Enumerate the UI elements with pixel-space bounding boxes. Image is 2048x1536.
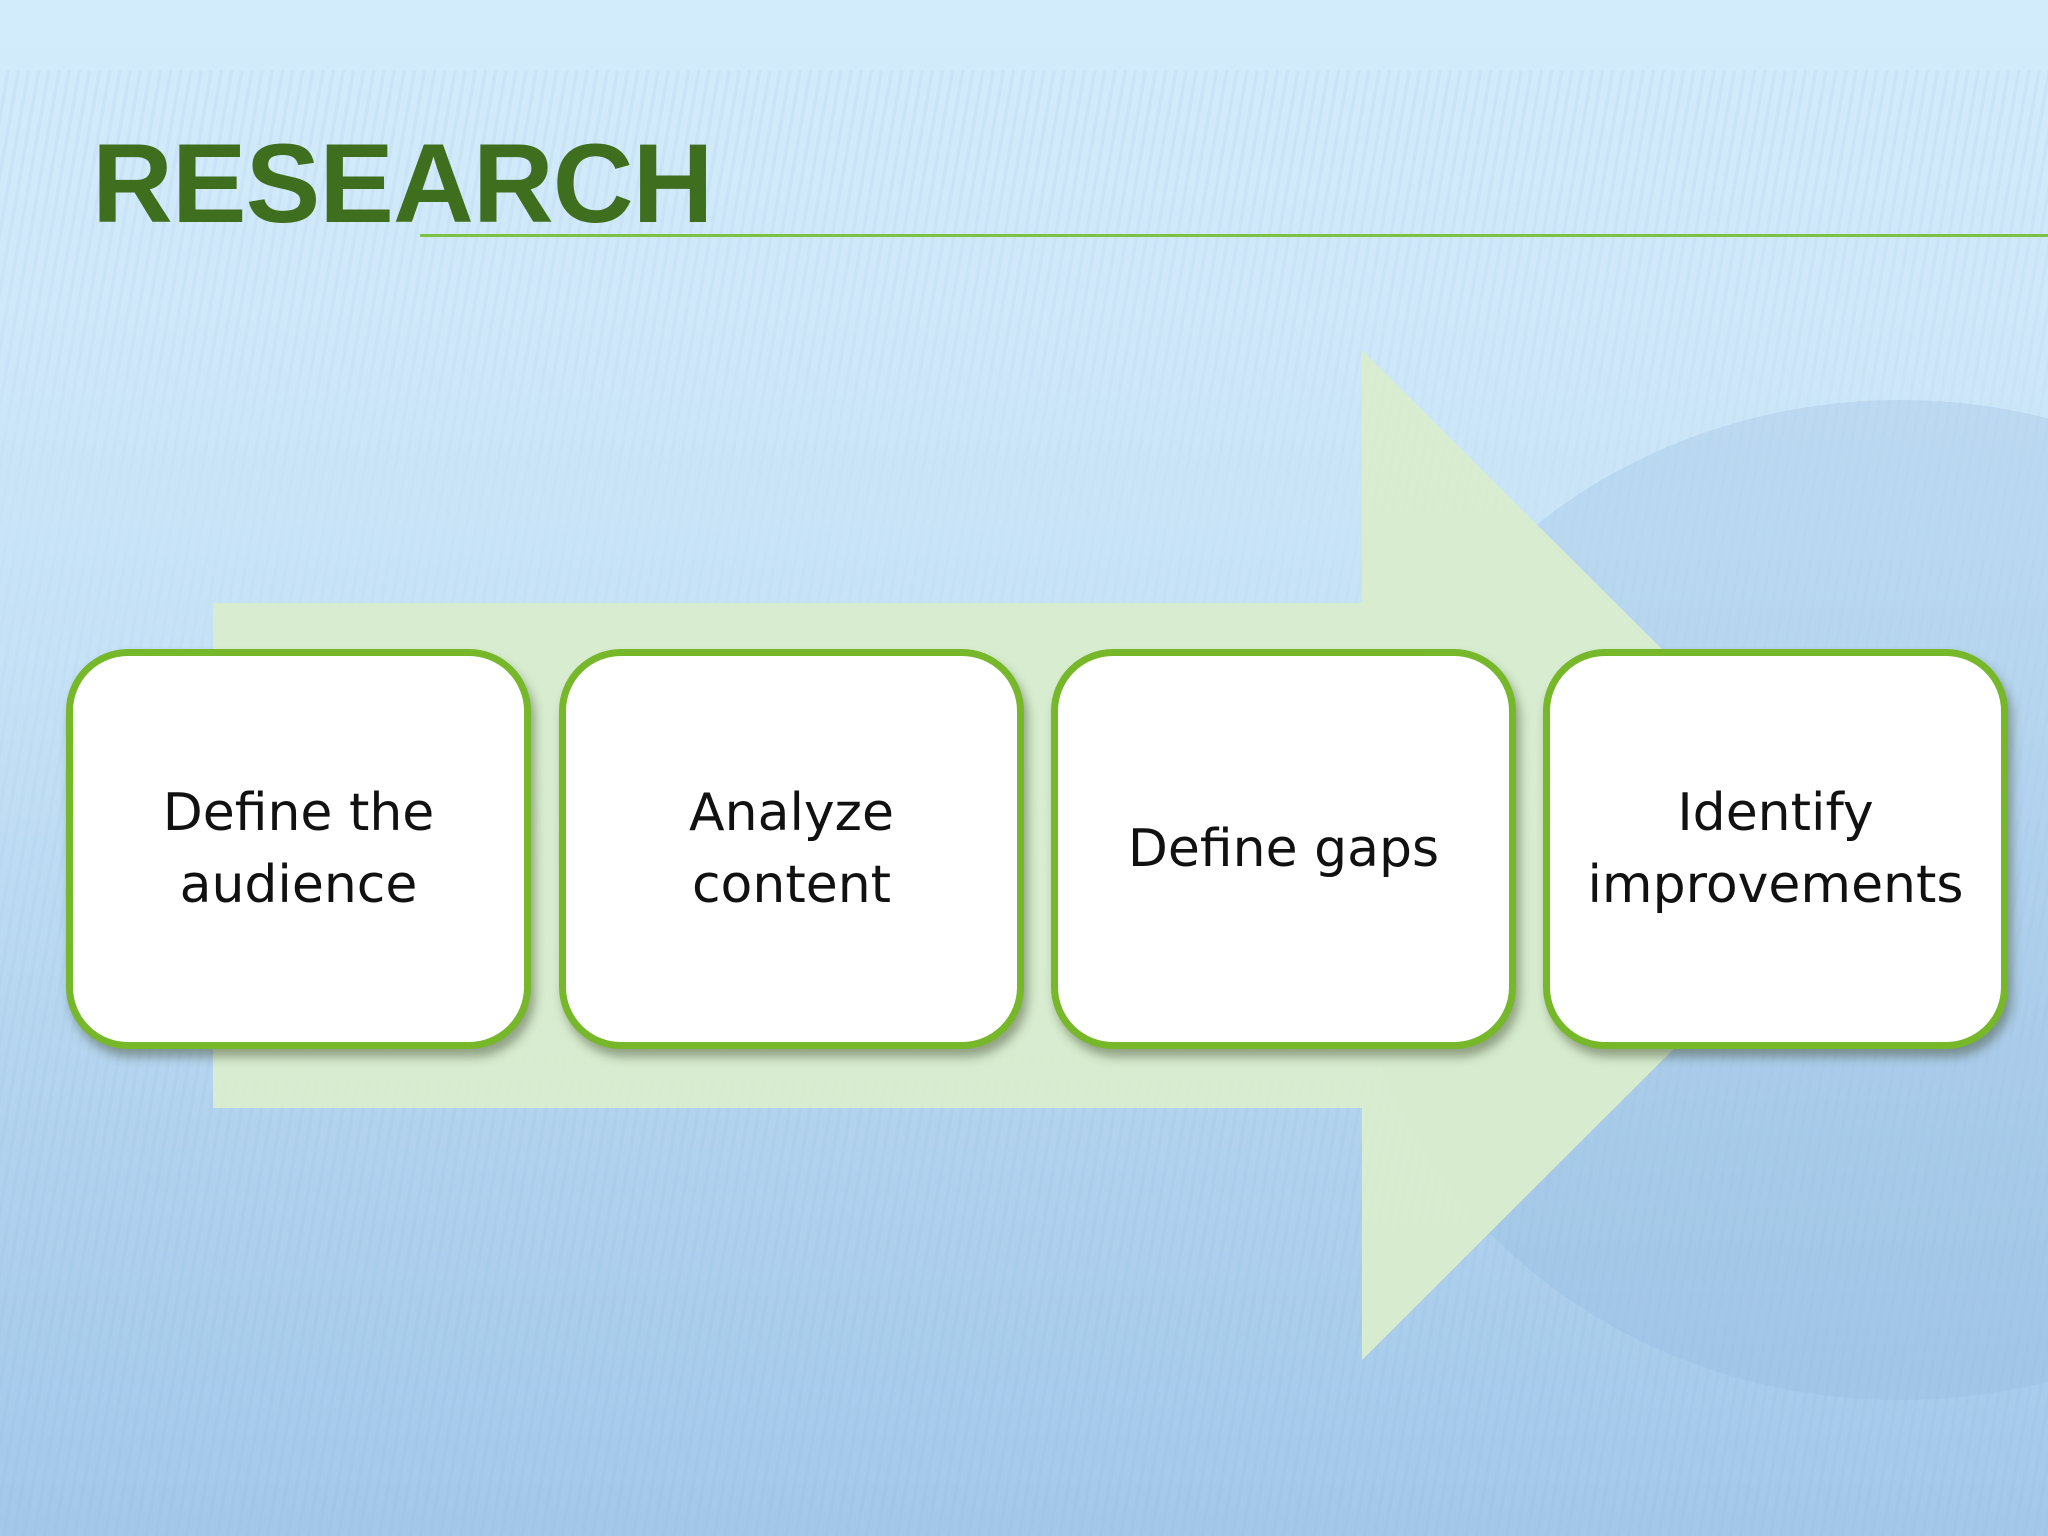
step-label: Analyze content xyxy=(689,783,894,915)
step-define-gaps: Define gaps xyxy=(1051,649,1516,1049)
step-label: Define gaps xyxy=(1127,819,1440,879)
title-underline xyxy=(420,234,2048,237)
step-label: Define the audience xyxy=(162,783,435,915)
step-identify-improvements: Identify improvements xyxy=(1543,649,2008,1049)
step-analyze-content: Analyze content xyxy=(559,649,1024,1049)
slide-title: RESEARCH xyxy=(92,121,714,246)
step-label: Identify improvements xyxy=(1587,783,1964,915)
step-define-audience: Define the audience xyxy=(66,649,531,1049)
